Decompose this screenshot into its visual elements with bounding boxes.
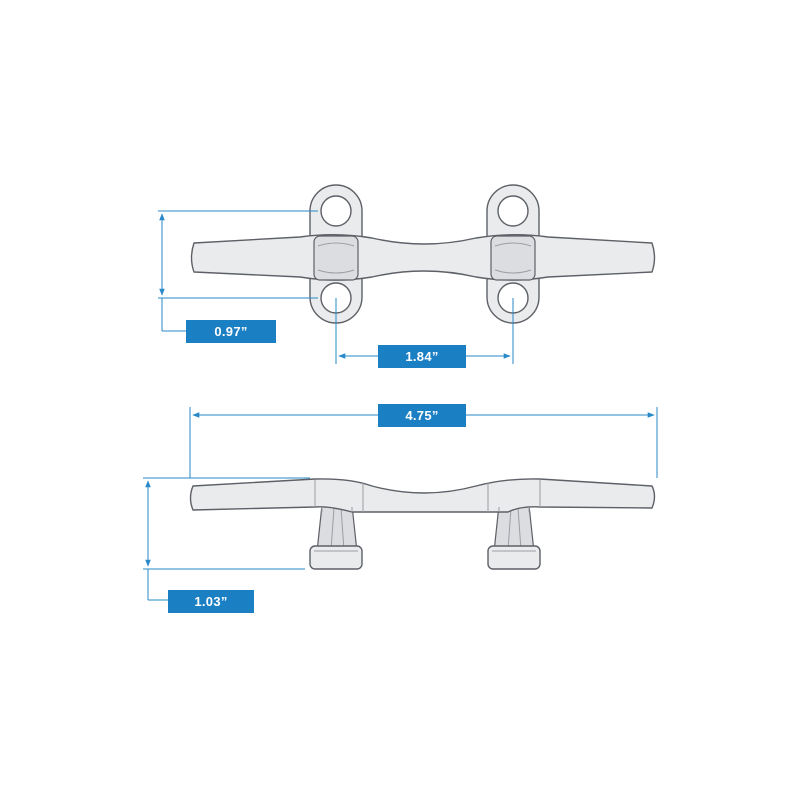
label-total-length: 4.75” xyxy=(378,404,466,427)
cleat-side-view xyxy=(189,478,656,570)
side-right-foot xyxy=(487,545,541,570)
top-left-upper-hole xyxy=(320,195,352,227)
top-right-upper-hole xyxy=(497,195,529,227)
label-side-height: 1.03” xyxy=(168,590,254,613)
dimension-side-height xyxy=(143,477,310,601)
dimension-total-length xyxy=(189,407,658,478)
dimension-top-height xyxy=(158,210,318,332)
top-right-base xyxy=(490,235,536,281)
top-horn-bar xyxy=(190,234,656,281)
cleat-top-view xyxy=(190,184,656,324)
side-left-foot xyxy=(309,545,363,570)
label-top-height: 0.97” xyxy=(186,320,276,343)
side-horn-bar xyxy=(189,478,656,513)
label-hole-spacing: 1.84” xyxy=(378,345,466,368)
top-left-base xyxy=(313,235,359,281)
dimension-hole-spacing xyxy=(335,298,514,364)
